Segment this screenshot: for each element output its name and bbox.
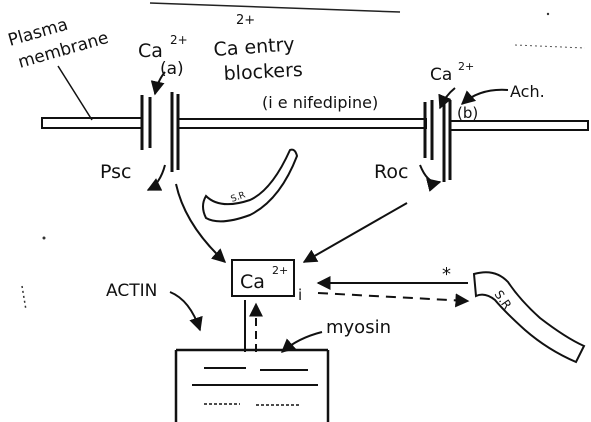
scan-dot [42, 236, 46, 240]
ca-left-label: Ca [138, 40, 163, 62]
ca-entry-arrow-b [438, 87, 456, 110]
ach-label: Ach. [510, 82, 545, 101]
star-mark: * [442, 264, 451, 285]
myofilament-block [174, 348, 330, 422]
ca-right-superscript: 2+ [458, 60, 474, 73]
sr-uptake-arrow [317, 292, 470, 308]
arrow-psc-to-ca [175, 183, 227, 263]
scan-speck [21, 285, 27, 311]
sr-right-label: S.R [492, 288, 515, 312]
psc-pointer [146, 164, 166, 191]
ca-left-superscript: 2+ [170, 33, 188, 47]
arrow-roc-to-ca [302, 202, 408, 263]
actin-label: ACTIN [106, 281, 157, 301]
sr-left-label: S.R [230, 190, 247, 204]
blockers-line1: Ca entry [213, 33, 296, 61]
roc-pointer [419, 164, 442, 192]
roc-label: Roc [374, 161, 408, 183]
psc-label: Psc [100, 161, 131, 183]
plasma-membrane [41, 117, 589, 131]
blockers-line2: blockers [223, 59, 303, 85]
psc-channel [140, 92, 180, 172]
myosin-label: myosin [326, 317, 391, 338]
sr-left-shape [202, 148, 299, 223]
scan-dot-2 [546, 12, 550, 16]
ca-entry-arrow-a [150, 71, 166, 96]
label-b: (b) [457, 104, 478, 122]
roc-channel [423, 98, 452, 182]
ca-center-label: Ca [240, 271, 265, 293]
membrane-pointer [57, 65, 93, 121]
ca-center-subscript: i [298, 286, 302, 304]
label-a: (a) [160, 59, 184, 79]
ca-box [231, 259, 295, 297]
nifedipine-label: (i e nifedipine) [262, 93, 378, 112]
sr-right-shape [472, 271, 586, 364]
ca-right-label: Ca [430, 65, 452, 85]
ach-arrow [460, 88, 509, 105]
scan-dots [514, 44, 586, 49]
ca-center-superscript: 2+ [272, 264, 288, 277]
blockers-superscript: 2+ [236, 13, 255, 28]
actin-arrow [169, 291, 203, 332]
scan-line [149, 2, 401, 13]
